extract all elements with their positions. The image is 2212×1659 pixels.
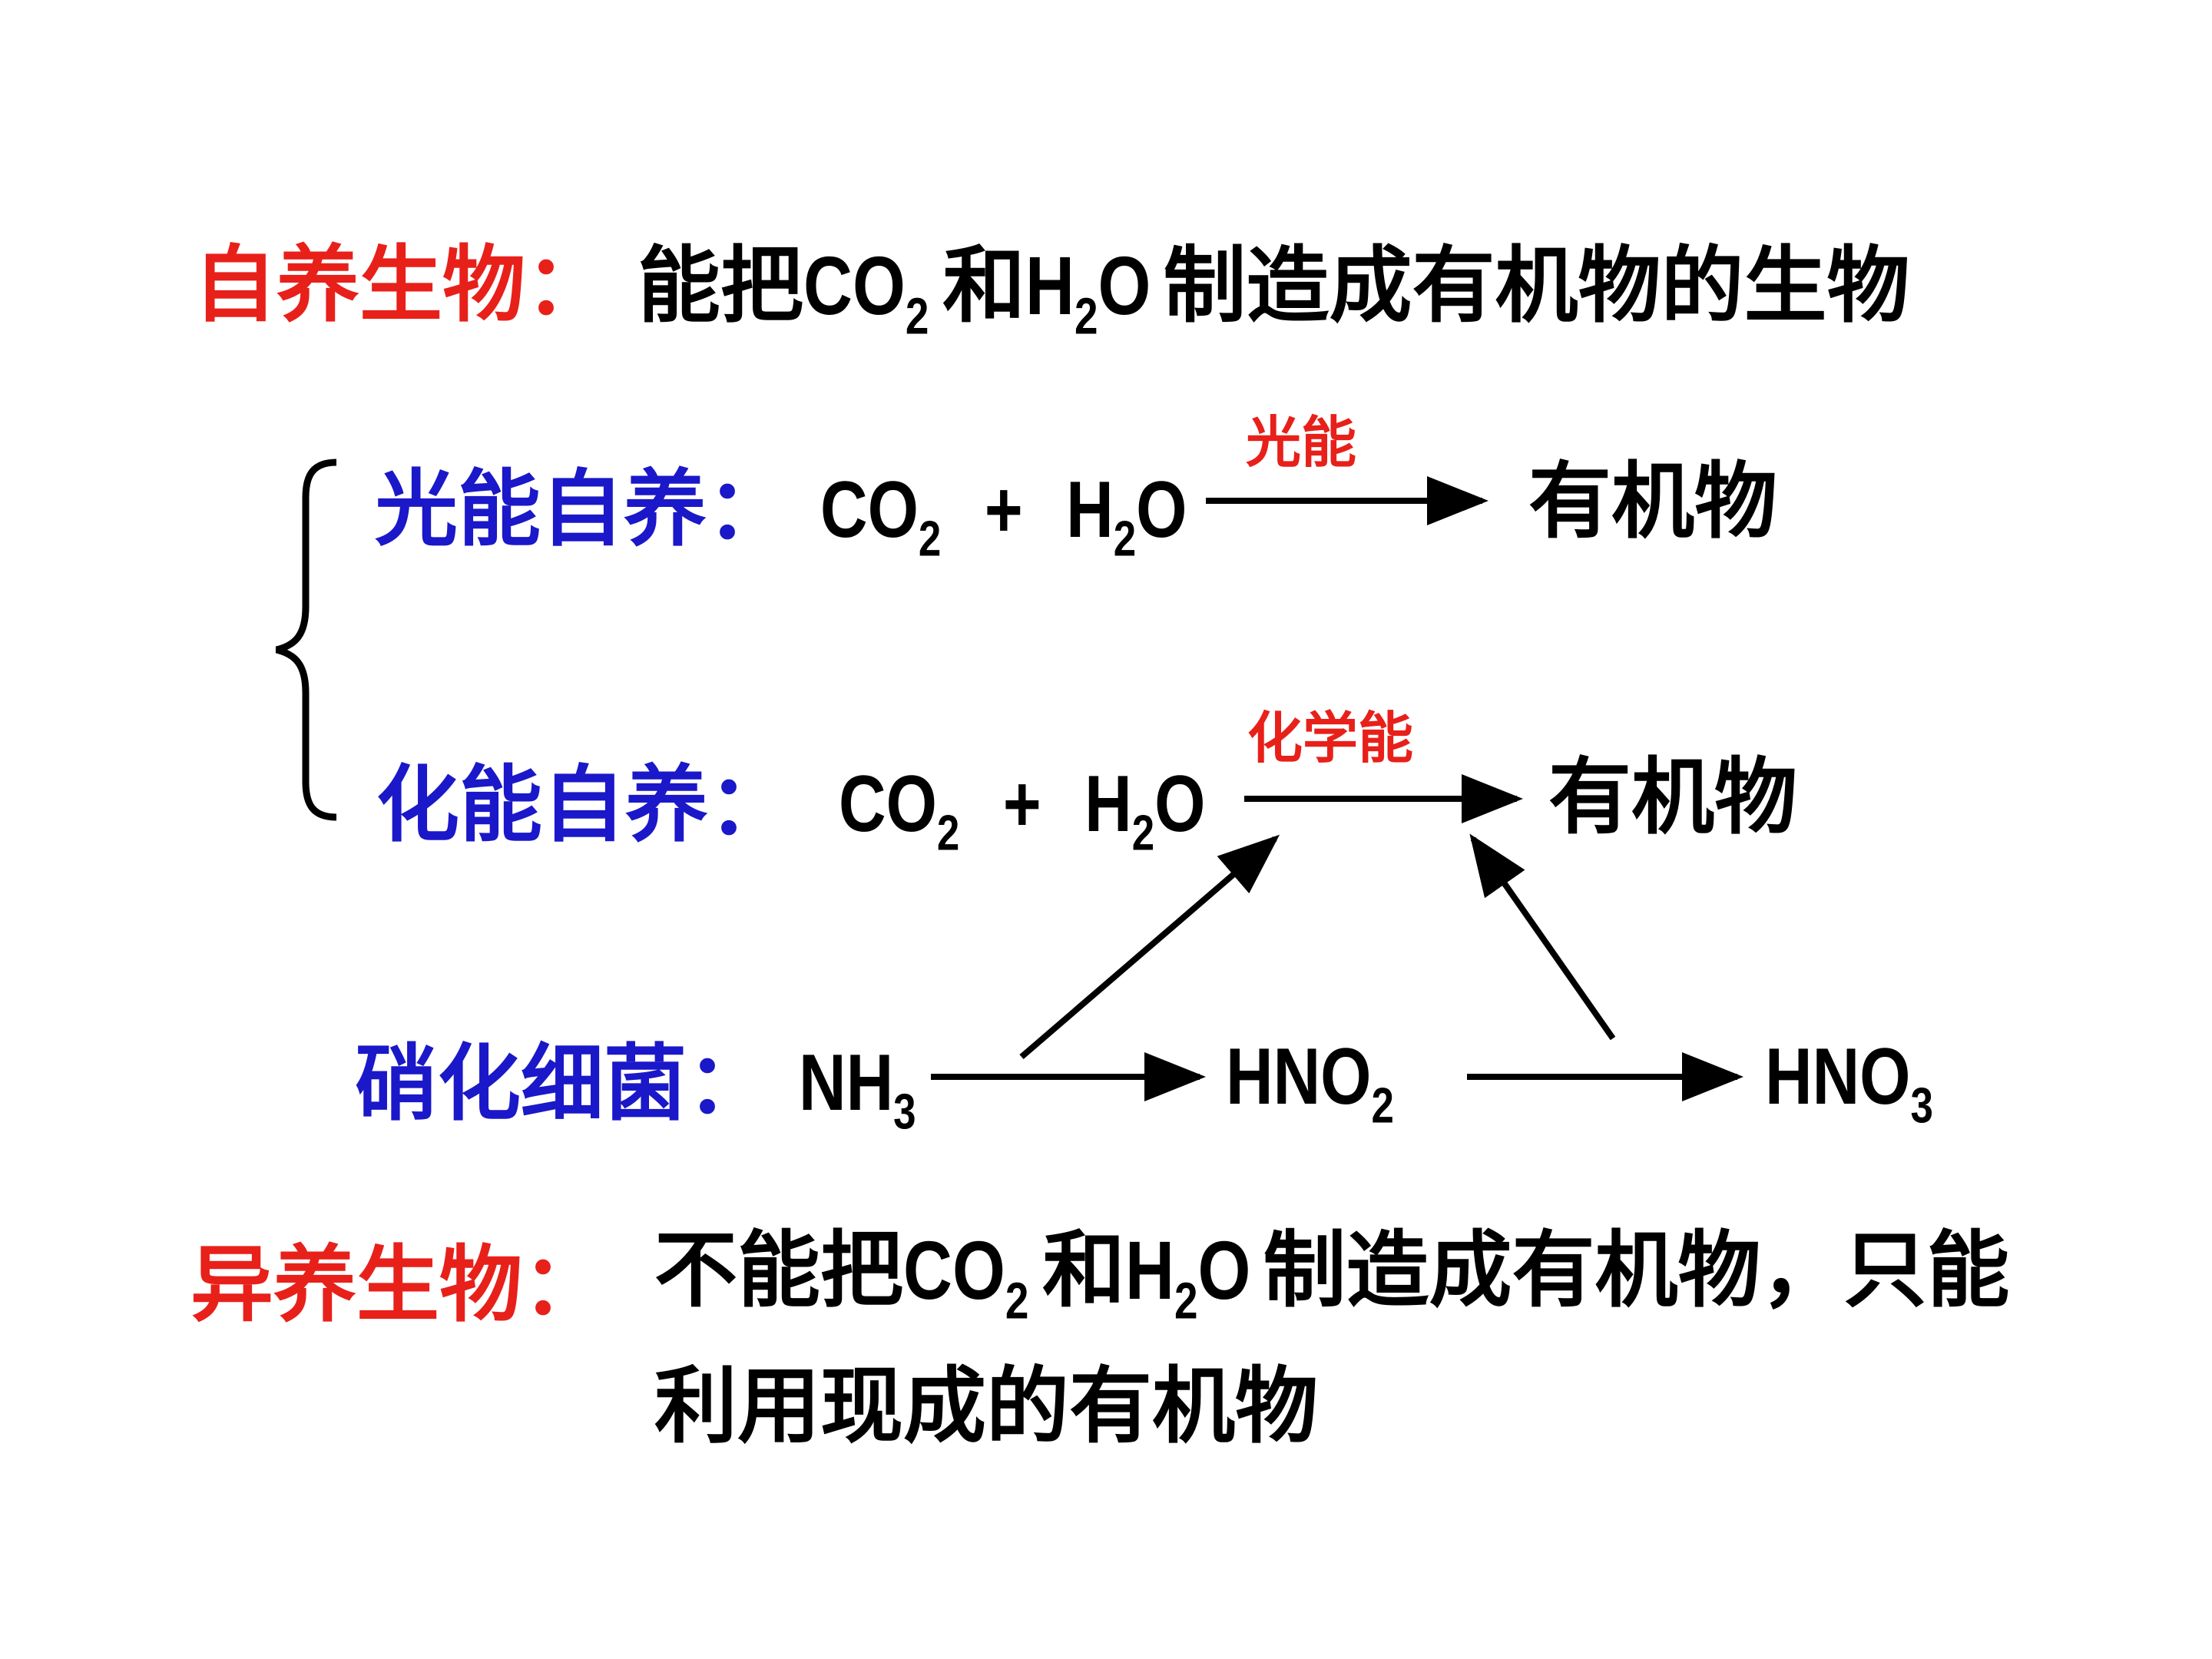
- chemo-label: 化能自养：: [376, 757, 792, 853]
- heterotroph-def-part2: 制造成有机物，只能: [1263, 1223, 2010, 1319]
- autotroph-def-part1: 能把: [637, 238, 804, 334]
- chemo-reactants: CO2 + H2O: [839, 764, 1205, 858]
- hno2-energy-arrow: [1469, 833, 1616, 1041]
- photo-h2o: H2O: [1066, 465, 1187, 567]
- nh3: NH3: [799, 1038, 916, 1140]
- heterotroph-label: 异养生物：: [190, 1237, 606, 1333]
- photo-reactants: CO2 + H2O: [820, 470, 1187, 564]
- photo-co2: CO2: [820, 465, 942, 567]
- curly-brace-icon: [275, 459, 337, 821]
- hno3: HNO3: [1765, 1032, 1933, 1134]
- autotroph-label: 自养生物：: [194, 237, 609, 333]
- heterotroph-co2: CO2: [903, 1224, 1029, 1330]
- chemo-co2: CO2: [839, 760, 960, 861]
- photo-label: 光能自养：: [375, 462, 790, 558]
- heterotroph-def-part1: 不能把: [654, 1223, 904, 1319]
- autotroph-co2: CO2: [803, 239, 929, 346]
- heterotroph-h2o: H2O: [1125, 1224, 1251, 1330]
- photo-energy-label: 光能: [1246, 410, 1357, 475]
- chemo-energy-label: 化学能: [1247, 706, 1414, 770]
- autotroph-h2o: H2O: [1025, 239, 1151, 346]
- autotroph-and: 和: [942, 238, 1026, 334]
- nitrifying-label: 硝化细菌：: [355, 1036, 770, 1132]
- heterotroph-and: 和: [1042, 1223, 1126, 1319]
- autotroph-def-part2: 制造成有机物的生物: [1163, 238, 1910, 334]
- heterotroph-definition-line2: 利用现成的有机物: [654, 1359, 1319, 1455]
- chemo-h2o: H2O: [1084, 760, 1206, 861]
- photo-plus: +: [984, 465, 1023, 555]
- hno2: HNO2: [1226, 1032, 1394, 1134]
- photo-product: 有机物: [1528, 454, 1778, 550]
- chemo-plus: +: [1002, 760, 1041, 849]
- chemo-product: 有机物: [1548, 750, 1798, 846]
- nh3-energy-arrow: [1019, 834, 1280, 1060]
